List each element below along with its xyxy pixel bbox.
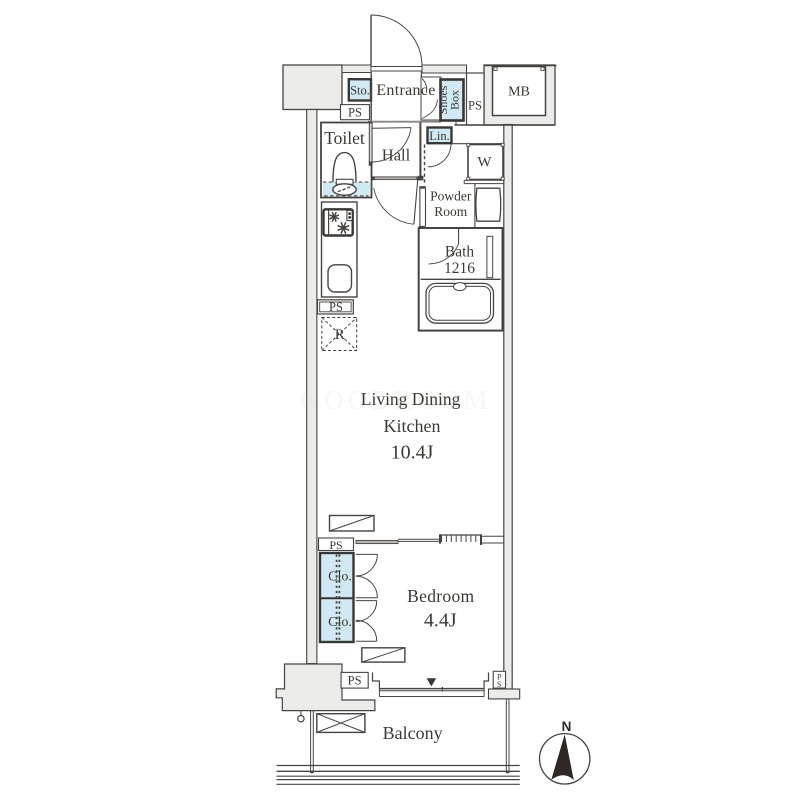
- svg-text:Entrance: Entrance: [376, 82, 435, 99]
- svg-text:Toilet: Toilet: [324, 128, 365, 148]
- svg-text:PS: PS: [348, 674, 362, 688]
- svg-text:PS: PS: [329, 538, 342, 552]
- svg-text:P: P: [497, 673, 502, 682]
- svg-text:Living Dining: Living Dining: [361, 389, 461, 409]
- svg-text:4.4J: 4.4J: [424, 610, 457, 632]
- svg-text:Shoes: Shoes: [436, 85, 450, 114]
- svg-text:R: R: [335, 327, 345, 343]
- svg-text:Kitchen: Kitchen: [384, 416, 441, 436]
- svg-text:PS: PS: [329, 300, 343, 314]
- svg-text:GOODROOM: GOODROOM: [300, 385, 491, 415]
- svg-text:Balcony: Balcony: [383, 723, 443, 743]
- svg-text:Room: Room: [434, 204, 468, 219]
- svg-text:Lin.: Lin.: [429, 129, 449, 143]
- svg-text:Bedroom: Bedroom: [407, 586, 474, 606]
- svg-text:Hall: Hall: [382, 146, 411, 165]
- svg-text:Sto.: Sto.: [350, 84, 370, 98]
- svg-text:1216: 1216: [444, 260, 475, 277]
- svg-text:Clo.: Clo.: [328, 570, 352, 585]
- svg-text:Powder: Powder: [430, 188, 472, 203]
- svg-text:W: W: [477, 155, 492, 171]
- svg-text:N: N: [562, 719, 572, 734]
- svg-text:Box: Box: [447, 90, 461, 110]
- svg-text:Bath: Bath: [445, 244, 475, 261]
- svg-text:PS: PS: [348, 106, 362, 120]
- svg-text:PS: PS: [468, 99, 482, 113]
- svg-text:MB: MB: [508, 85, 530, 100]
- svg-text:Clo.: Clo.: [328, 615, 352, 630]
- svg-text:10.4J: 10.4J: [391, 442, 434, 464]
- svg-text:S: S: [497, 680, 501, 689]
